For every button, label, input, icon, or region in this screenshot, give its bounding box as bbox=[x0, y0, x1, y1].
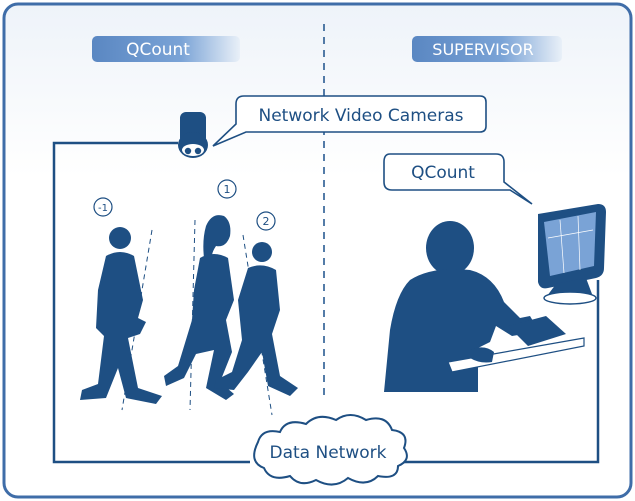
supervisor-at-terminal-icon bbox=[384, 221, 585, 392]
qcount-app-callout: QCount bbox=[383, 153, 533, 205]
walking-person-minus1 bbox=[80, 227, 162, 404]
left-section-tag: QCount bbox=[92, 36, 240, 62]
right-section-label: SUPERVISOR bbox=[432, 40, 533, 59]
qcount-app-label: QCount bbox=[411, 163, 475, 183]
count-marker-minus1: -1 bbox=[93, 197, 113, 217]
supervisor-terminal-icon bbox=[538, 204, 606, 305]
right-section-tag: SUPERVISOR bbox=[412, 36, 562, 62]
walking-person-2 bbox=[214, 242, 298, 396]
left-section-label: QCount bbox=[126, 40, 190, 60]
network-connection-lines bbox=[52, 141, 600, 464]
count-marker-2: 2 bbox=[256, 211, 276, 231]
count-marker-1: 1 bbox=[217, 179, 237, 199]
count-marker-1-label: 1 bbox=[224, 183, 231, 196]
data-network-label: Data Network bbox=[270, 443, 387, 463]
cloud-icon: Data Network bbox=[253, 414, 408, 486]
cameras-label: Network Video Cameras bbox=[259, 106, 464, 126]
dome-camera-icon bbox=[178, 112, 208, 158]
count-marker-2-label: 2 bbox=[263, 215, 270, 228]
count-marker-minus1-label: -1 bbox=[98, 203, 108, 214]
walking-person-1 bbox=[164, 215, 234, 400]
cameras-callout: Network Video Cameras bbox=[212, 95, 487, 147]
